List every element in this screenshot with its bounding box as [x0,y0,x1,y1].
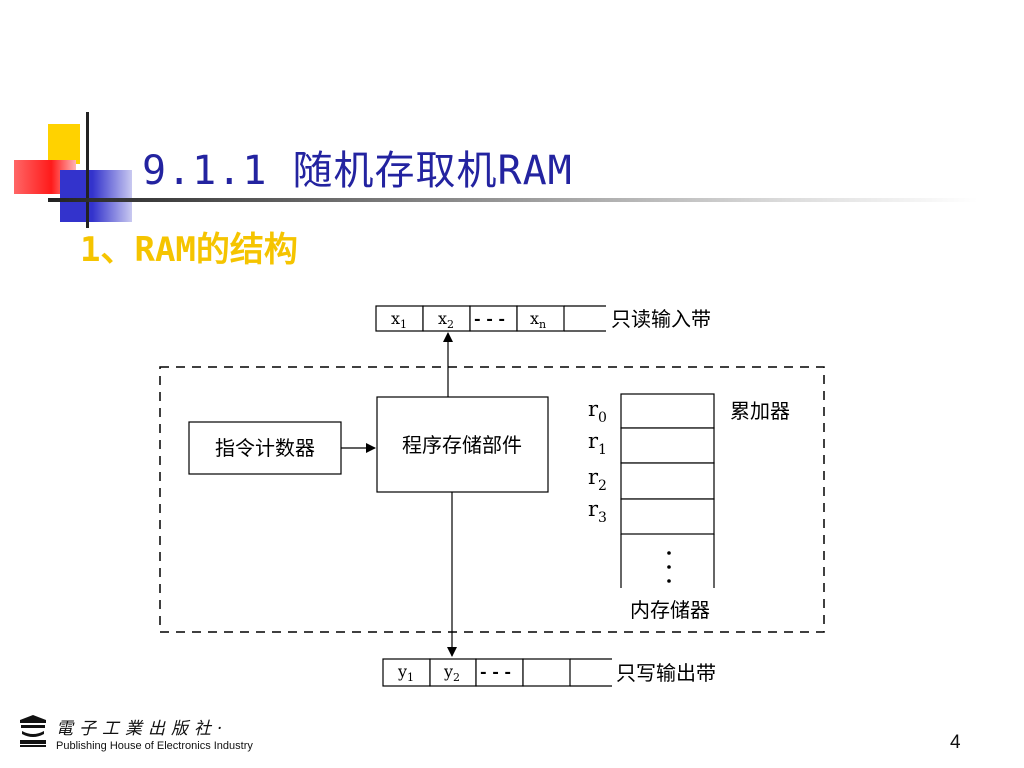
output-tape-label: 只写输出带 [616,661,716,685]
program-memory-label: 程序存储部件 [402,433,522,457]
publisher-logo-icon [20,715,46,747]
register-label: r1 [588,429,607,458]
section-heading: 1、RAM的结构 [80,230,298,270]
program-counter-label: 指令计数器 [215,436,315,460]
input-cell-text: xn [530,309,546,331]
register-cell [620,427,715,464]
continuation-dot [667,579,671,583]
input-tape-cell [422,305,471,332]
title-underline [48,198,978,202]
continuation-dot [667,565,671,569]
slide-title: 9.1.1 随机存取机RAM [142,148,573,194]
register-label: r3 [588,497,607,526]
program-counter-box [188,421,342,475]
program-memory-box [376,396,549,493]
output-tape-cell [382,658,431,687]
input-cell-text: - - - [474,309,505,328]
input-cell-text: x2 [438,309,454,331]
input-tape-cell [469,305,518,332]
publisher-name-cn: 電子工業出版社· [56,719,229,739]
publisher-name-en: Publishing House of Electronics Industry [56,740,253,752]
output-tape-cell [475,658,524,687]
input-cell-text: x1 [391,309,407,331]
memory-open-column [620,534,715,588]
output-tape-open-cell [570,658,612,687]
title-decoration-yellow [48,124,80,164]
memory-registers: r0 r1 r2 r3 累加器 内存储器 [588,393,790,622]
title-decoration-blue [60,170,132,222]
output-tape-cell [522,658,571,687]
register-label: r0 [588,397,607,426]
register-cell [620,498,715,535]
continuation-dot [667,551,671,555]
input-tape: x1 x2 - - - xn 只读输入带 [375,305,711,332]
output-cell-text: - - - [480,662,511,681]
input-tape-cell [516,305,565,332]
output-cell-text: y2 [443,662,460,684]
input-tape-cell [375,305,424,332]
output-tape-cell [429,658,477,687]
register-label: r2 [588,465,607,494]
page-number: 4 [950,732,961,753]
input-tape-open-cell [564,305,606,332]
accumulator-label: 累加器 [730,399,790,423]
memory-label: 内存储器 [630,598,710,622]
register-cell [620,462,715,500]
register-cell [620,393,715,429]
output-cell-text: y1 [397,662,414,684]
output-tape: y1 y2 - - - 只写输出带 [382,658,716,687]
input-tape-label: 只读输入带 [611,307,711,331]
title-decoration-vertical-line [86,112,89,228]
